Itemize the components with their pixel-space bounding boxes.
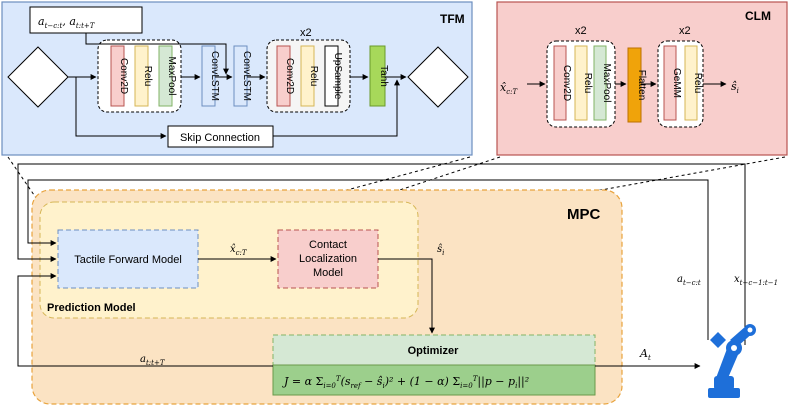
optimizer-title: Optimizer xyxy=(408,345,459,357)
tfm-arrow-input-to-lstm xyxy=(85,33,229,75)
tfm-conv2d-block-1 xyxy=(110,45,125,107)
clm-gemm-label: GeMM xyxy=(671,68,682,98)
tfm-input-label-box xyxy=(29,6,143,34)
tactile-forward-model-box xyxy=(57,229,199,289)
clm-conv2d-block xyxy=(553,45,567,121)
tfm-relu-label-1: Relu xyxy=(142,66,153,87)
clm-relu-label-2: Relu xyxy=(692,73,703,94)
tfm-relu-block-1 xyxy=(134,45,149,107)
tfm-relu-label-2: Relu xyxy=(308,66,319,87)
tfm-x2-label: x2 xyxy=(300,27,312,39)
optimizer-header xyxy=(272,334,596,366)
clm-conv2d-label: Conv2D xyxy=(561,65,572,101)
tfm-title: TFM xyxy=(440,12,465,26)
past-action-label: at−c:t xyxy=(677,274,701,287)
clm-to-optimizer-arrow xyxy=(378,258,435,334)
tfm-conv2d-block-2 xyxy=(276,45,291,107)
contact-localization-line-1: Contact xyxy=(309,239,347,251)
clm-relu-block-2 xyxy=(684,45,698,121)
tfm-maxpool-label: MaxPool xyxy=(166,57,177,96)
clm-flatten-label: Flatten xyxy=(636,70,647,101)
tfm-upsample-label: UpSample xyxy=(332,53,343,100)
past-tactile-label: xt−c−1:t−1 xyxy=(734,274,778,287)
clm-relu-block-1 xyxy=(574,45,588,121)
tfm-skip-arrow-in xyxy=(75,77,167,139)
tfm-conv2d-label-2: Conv2D xyxy=(284,58,295,94)
mpc-panel: MPC Prediction Model Tactile Forward Mod… xyxy=(31,189,623,405)
past-tactile-arrow xyxy=(17,163,746,345)
mpc-title: MPC xyxy=(567,206,601,223)
clm-x2-left: x2 xyxy=(575,25,587,37)
past-action-arrow xyxy=(27,179,709,340)
prediction-model-title: Prediction Model xyxy=(47,302,136,314)
clm-x2-right: x2 xyxy=(679,25,691,37)
tfm-skip-arrow-out xyxy=(273,79,400,137)
tfm-convlstm-label-1: ConvLSTM xyxy=(209,51,220,101)
clm-title: CLM xyxy=(745,9,771,23)
s-hat-label: ŝi xyxy=(437,244,444,257)
tfm-convlstm-block-1 xyxy=(201,45,216,107)
tfm-upsample-block xyxy=(324,45,339,107)
contact-localization-line-2: Localization xyxy=(299,253,357,265)
future-action-arrow xyxy=(17,273,273,367)
robot-arm-icon xyxy=(708,324,756,398)
clm-panel: CLM x̂c:T x2 x2 Conv2D Relu MaxPool Flat… xyxy=(496,1,788,156)
cost-equation-box xyxy=(272,364,596,396)
tfm-tanh-block xyxy=(369,45,386,107)
clm-output-label: ŝi xyxy=(731,80,739,95)
tfm-convlstm-label-2: ConvLSTM xyxy=(241,51,252,101)
clm-gemm-block xyxy=(663,45,677,121)
clm-maxpool-block xyxy=(593,45,607,121)
clm-maxpool-label: MaxPool xyxy=(601,64,612,103)
tfm-input-diamond xyxy=(7,46,69,108)
contact-localization-line-3: Model xyxy=(313,267,343,279)
skip-connection-label: Skip Connection xyxy=(180,132,260,144)
tfm-tanh-label: Tanh xyxy=(378,65,389,87)
A-t-label: At xyxy=(639,347,651,362)
tfm-convlstm-block-2 xyxy=(233,45,248,107)
tfm-output-diamond xyxy=(407,46,469,108)
tfm-maxpool-block xyxy=(158,45,173,107)
tfm-panel: TFM at−c:t, at:t+T x2 Conv2D Relu MaxPoo… xyxy=(1,1,473,156)
clm-flatten-block xyxy=(627,47,642,123)
cost-equation: J = α Σi=0T(sref − ŝi)² + (1 − α) Σi=0T|… xyxy=(282,375,529,390)
tfm-relu-block-2 xyxy=(300,45,315,107)
clm-relu-label-1: Relu xyxy=(582,73,593,94)
tactile-forward-model-label: Tactile Forward Model xyxy=(74,254,182,266)
tfm-conv2d-label-1: Conv2D xyxy=(118,58,129,94)
